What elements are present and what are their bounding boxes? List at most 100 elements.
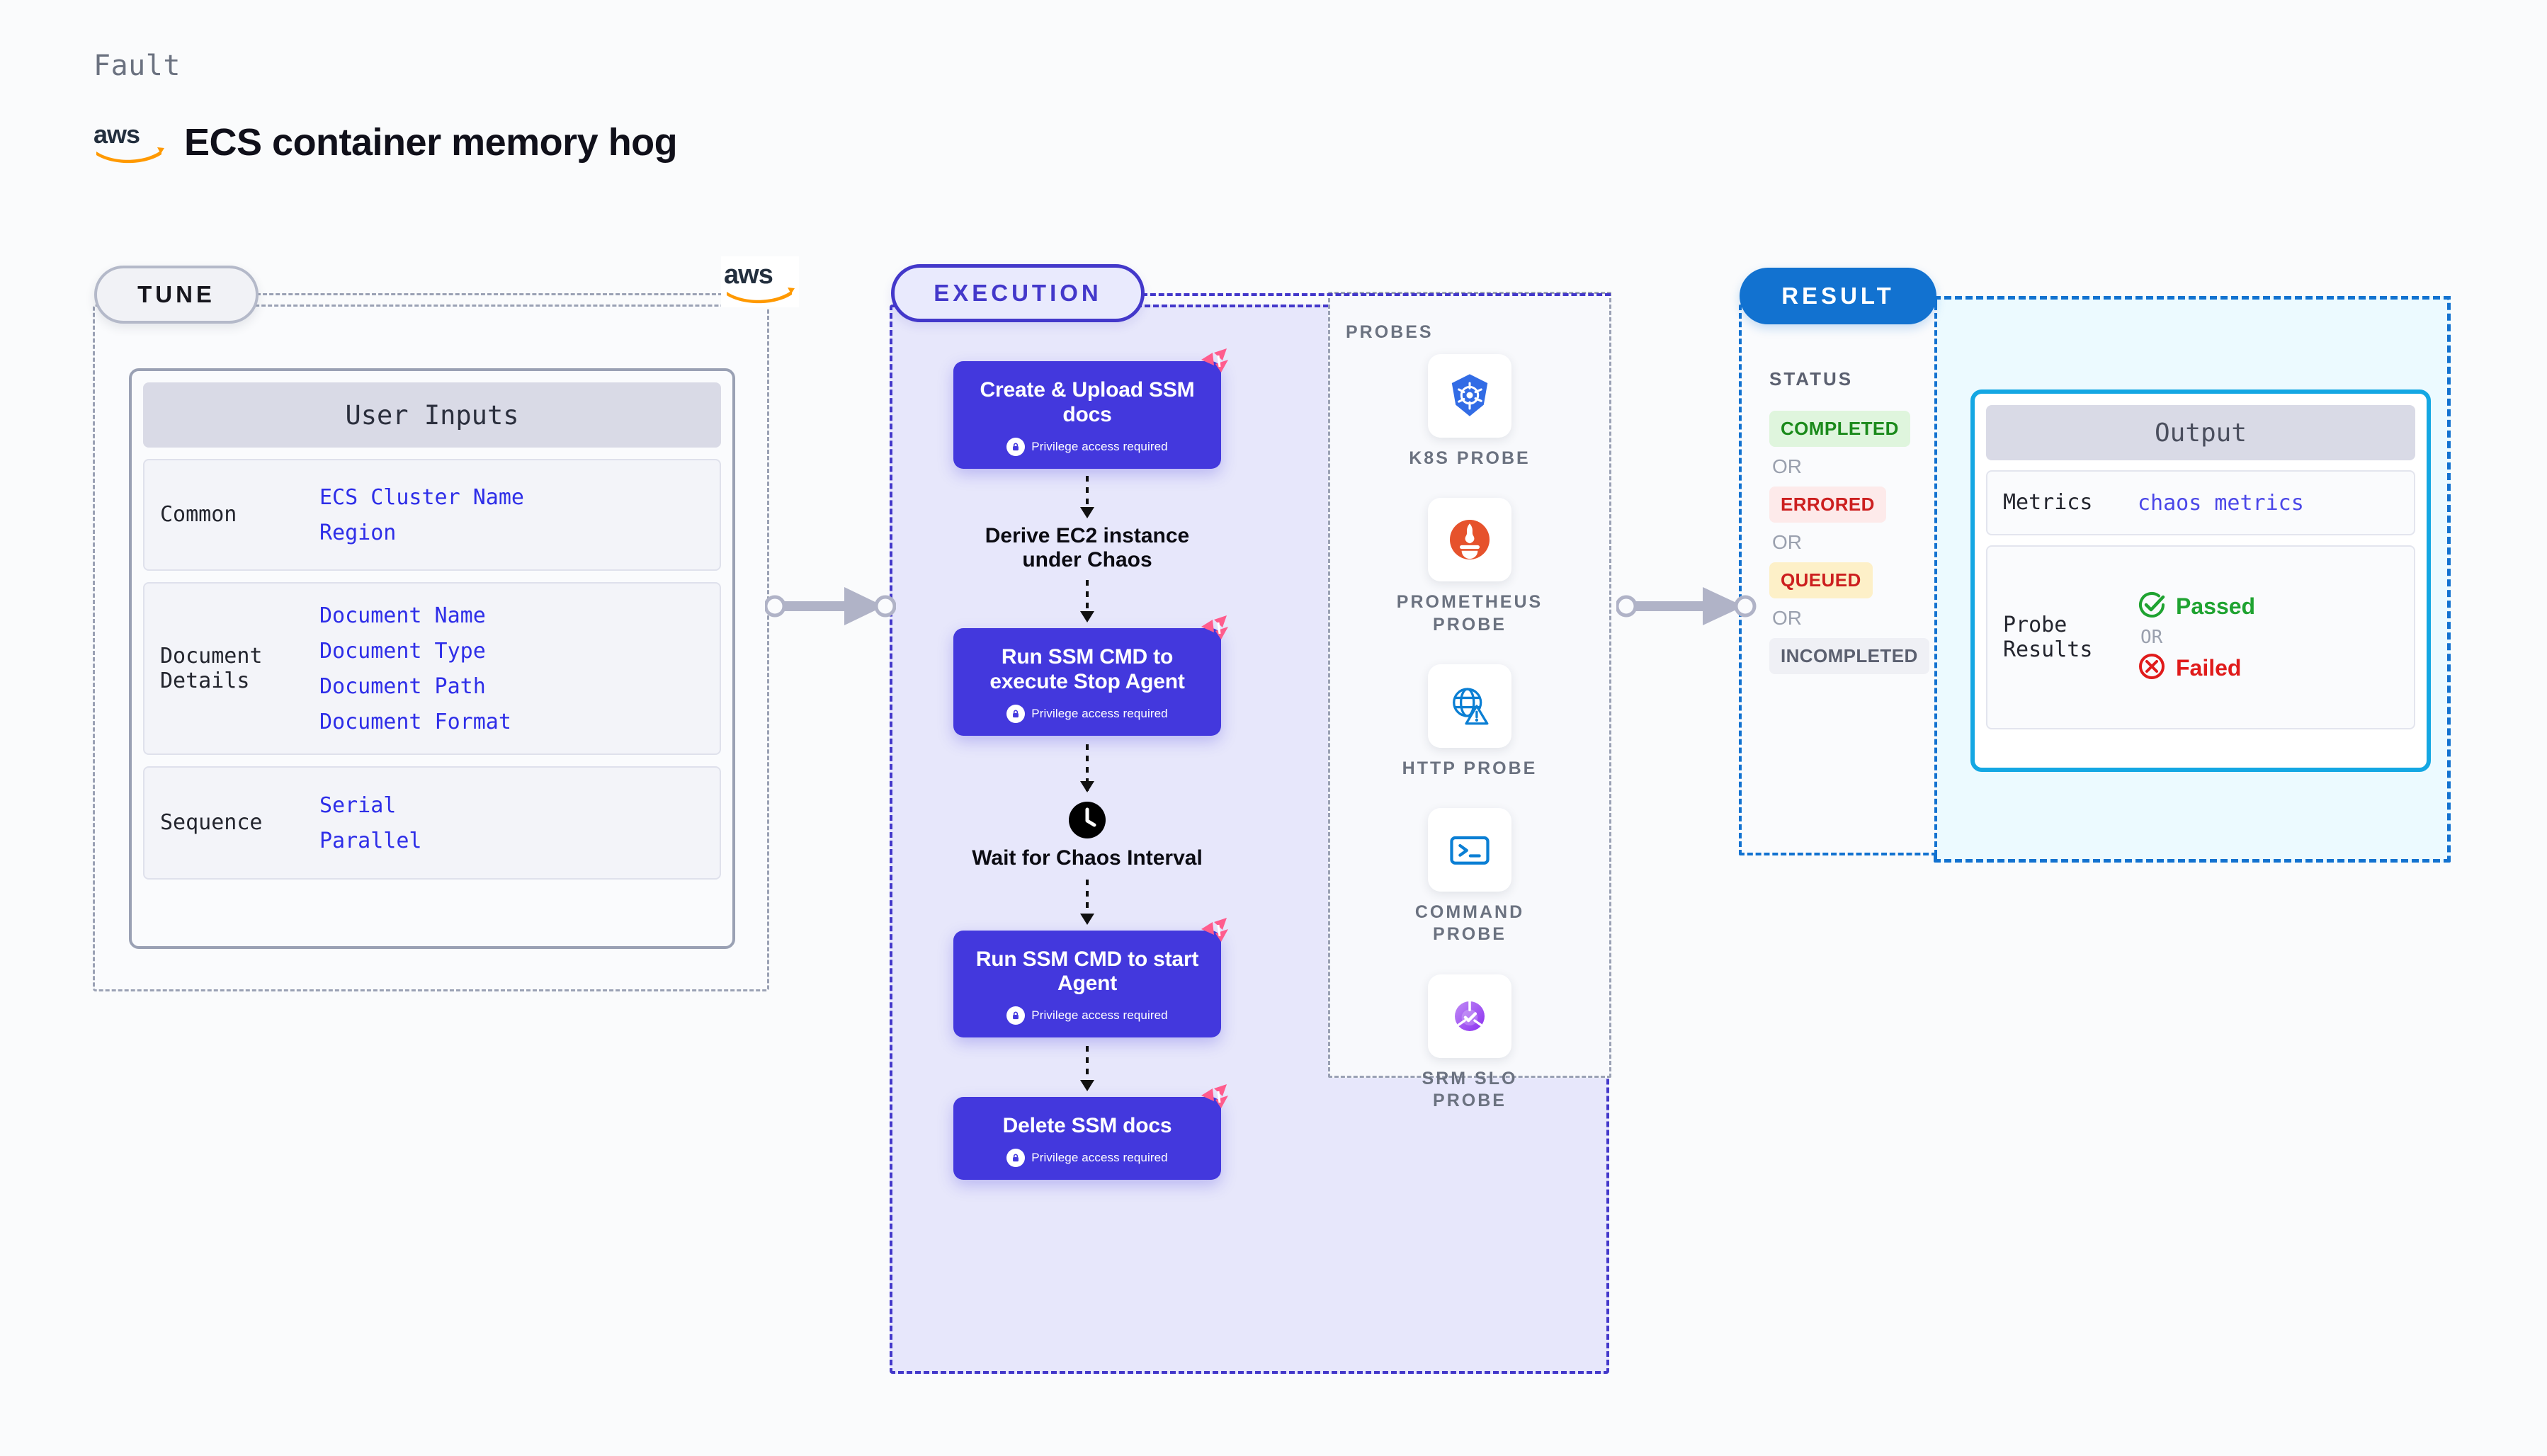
output-row-probe-results: Probe Results Passed OR — [1986, 545, 2415, 729]
probe-item-http[interactable]: HTTP PROBE — [1378, 664, 1562, 780]
result-badge[interactable]: RESULT — [1740, 268, 1936, 324]
execution-step-card[interactable]: Create & Upload SSM docs Privilege acces… — [953, 348, 1228, 469]
user-inputs-section-sequence: Sequence Serial Parallel — [143, 766, 721, 880]
user-inputs-title: User Inputs — [143, 382, 721, 448]
execution-step-plain: Derive EC2 instance under Chaos — [985, 523, 1190, 572]
tune-badge[interactable]: TUNE — [94, 266, 259, 324]
execution-step-card[interactable]: Run SSM CMD to start Agent Privilege acc… — [953, 917, 1228, 1038]
input-field-value[interactable]: Region — [319, 520, 397, 545]
svg-text:aws: aws — [724, 260, 773, 290]
execution-step-card[interactable]: Delete SSM docs Privilege access require… — [953, 1084, 1228, 1180]
input-field-value[interactable]: Document Name — [319, 603, 486, 628]
or-separator: OR — [2140, 627, 2163, 648]
litmus-chaos-icon — [1198, 615, 1231, 644]
step-connector — [1086, 879, 1089, 923]
clock-icon — [1068, 801, 1106, 839]
input-field-value[interactable]: ECS Cluster Name — [319, 484, 524, 510]
status-badge-queued: QUEUED — [1769, 562, 1873, 598]
lock-icon — [1006, 1148, 1026, 1167]
litmus-chaos-icon — [1198, 1084, 1231, 1113]
execution-connector-line — [1142, 293, 1611, 296]
status-badge-completed: COMPLETED — [1769, 411, 1910, 447]
status-list: COMPLETED OR ERRORED OR QUEUED OR INCOMP… — [1769, 411, 1939, 674]
execution-badge[interactable]: EXECUTION — [891, 264, 1145, 322]
input-field-value[interactable]: Document Path — [319, 673, 486, 699]
privilege-note: Privilege access required — [963, 1148, 1211, 1167]
step-title: Wait for Chaos Interval — [972, 846, 1203, 870]
probe-item-command[interactable]: COMMAND PROBE — [1378, 808, 1562, 946]
row-label: Probe Results — [2003, 612, 2093, 662]
tune-connector-line — [256, 293, 722, 295]
execution-step-card[interactable]: Run SSM CMD to execute Stop Agent Privil… — [953, 615, 1228, 736]
step-title: Run SSM CMD to execute Stop Agent — [989, 645, 1185, 693]
privilege-text: Privilege access required — [1031, 706, 1168, 720]
input-field-value[interactable]: Document Type — [319, 638, 486, 664]
execution-step-wait: Wait for Chaos Interval — [972, 801, 1203, 871]
privilege-note: Privilege access required — [963, 704, 1211, 723]
privilege-text: Privilege access required — [1031, 1150, 1168, 1164]
output-card: Output Metrics chaos metrics Probe Resul… — [1970, 389, 2431, 772]
probes-list: K8S PROBE PROMETHEUS PROBE — [1328, 354, 1611, 1112]
terminal-icon — [1428, 808, 1511, 892]
svg-text:aws: aws — [93, 120, 140, 149]
section-values: Serial Parallel — [319, 793, 422, 853]
input-field-value[interactable]: Serial — [319, 792, 397, 818]
probes-title: PROBES — [1346, 322, 1434, 342]
or-separator: OR — [1772, 455, 1802, 477]
privilege-note: Privilege access required — [963, 437, 1211, 456]
srm-slo-icon — [1428, 974, 1511, 1058]
or-separator: OR — [1772, 531, 1802, 553]
tune-aws-logo-icon: aws — [721, 256, 799, 307]
probe-label: HTTP PROBE — [1402, 758, 1538, 778]
input-field-value[interactable]: Document Format — [319, 709, 511, 734]
probe-label: K8S PROBE — [1409, 448, 1531, 468]
user-inputs-section-common: Common ECS Cluster Name Region — [143, 459, 721, 571]
step-title: Delete SSM docs — [1002, 1114, 1172, 1138]
step-title: Run SSM CMD to start Agent — [975, 947, 1199, 996]
step-connector — [1086, 475, 1089, 517]
lock-icon — [1006, 1006, 1026, 1025]
page-kicker: Fault — [93, 50, 181, 82]
status-badge-incompleted: INCOMPLETED — [1769, 638, 1929, 674]
metrics-value[interactable]: chaos metrics — [2138, 490, 2304, 516]
step-title: Create & Upload SSM docs — [980, 378, 1195, 426]
probe-result-values: Passed OR Failed — [2138, 591, 2255, 684]
section-values: ECS Cluster Name Region — [319, 485, 524, 545]
probe-result-passed: Passed — [2138, 591, 2255, 622]
lock-icon — [1006, 704, 1026, 723]
probe-label: COMMAND PROBE — [1414, 902, 1525, 945]
lock-icon — [1006, 437, 1026, 456]
http-globe-icon — [1428, 664, 1511, 748]
status-label: STATUS — [1769, 368, 1854, 389]
status-badge-errored: ERRORED — [1769, 487, 1886, 523]
prometheus-icon — [1428, 498, 1511, 582]
page-title-row: aws ECS container memory hog — [92, 119, 678, 166]
arrow-tune-to-execution — [764, 584, 897, 632]
input-field-value[interactable]: Parallel — [319, 828, 422, 853]
aws-logo-icon: aws — [92, 119, 169, 166]
arrow-execution-to-result — [1615, 584, 1758, 632]
privilege-text: Privilege access required — [1031, 1008, 1168, 1023]
probe-label: PROMETHEUS PROBE — [1396, 592, 1543, 635]
result-connector-line — [1934, 296, 2451, 300]
user-inputs-card: User Inputs Common ECS Cluster Name Regi… — [129, 368, 735, 949]
probe-item-prometheus[interactable]: PROMETHEUS PROBE — [1378, 498, 1562, 636]
litmus-chaos-icon — [1198, 348, 1231, 377]
row-label: Metrics — [2003, 490, 2093, 516]
probe-result-failed: Failed — [2138, 652, 2255, 684]
probe-result-passed-text: Passed — [2176, 593, 2256, 619]
probe-label: SRM SLO PROBE — [1422, 1068, 1518, 1110]
section-label: Sequence — [160, 810, 263, 836]
litmus-chaos-icon — [1198, 917, 1231, 946]
kubernetes-icon — [1428, 354, 1511, 438]
section-values: Document Name Document Type Document Pat… — [319, 603, 511, 734]
x-circle-icon — [2138, 652, 2166, 684]
check-circle-icon — [2138, 591, 2166, 622]
step-connector — [1086, 580, 1089, 622]
execution-steps: Create & Upload SSM docs Privilege acces… — [953, 348, 1228, 1180]
page-title: ECS container memory hog — [184, 121, 678, 164]
step-connector — [1086, 1046, 1089, 1091]
probe-item-srm-slo[interactable]: SRM SLO PROBE — [1378, 974, 1562, 1113]
probe-item-k8s[interactable]: K8S PROBE — [1378, 354, 1562, 470]
